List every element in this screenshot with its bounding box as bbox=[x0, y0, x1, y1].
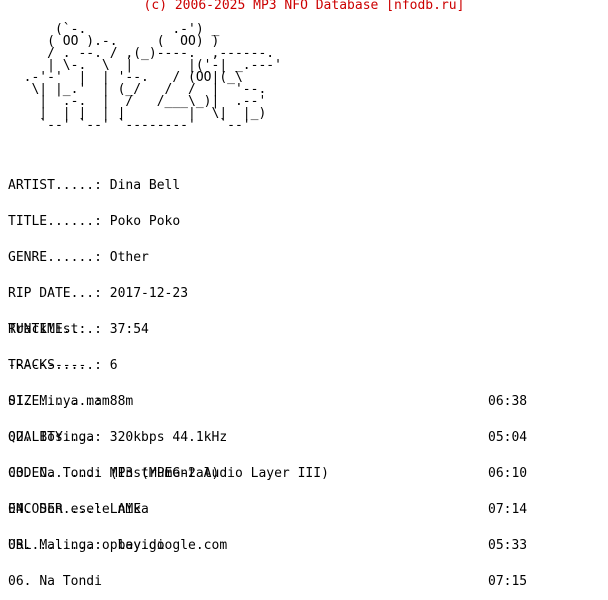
info-value: 37:54 bbox=[109, 322, 149, 337]
track-number: 04. bbox=[8, 502, 32, 517]
info-label: ARTIST.....: bbox=[8, 178, 102, 193]
track-number: 02. bbox=[8, 430, 32, 445]
track-row: 01. Minya mam 06:38 bbox=[8, 394, 568, 409]
track-duration: 06:38 bbox=[488, 394, 528, 409]
track-row: 04. Son esele nika 07:14 bbox=[8, 502, 568, 517]
nfo-database-banner[interactable]: (c) 2006-2025 MP3 NFO Database [nfodb.ru… bbox=[143, 0, 465, 13]
ascii-art-line: (`-. .-') _ bbox=[8, 22, 220, 37]
info-label: QUALITY....: bbox=[8, 430, 102, 445]
info-value: Dina Bell bbox=[109, 178, 181, 193]
track-duration: 07:15 bbox=[488, 574, 528, 589]
track-title: Minya mam bbox=[39, 394, 110, 409]
track-duration: 05:04 bbox=[488, 430, 528, 445]
track-number: 01. bbox=[8, 394, 32, 409]
info-label: RIP DATE...: bbox=[8, 286, 102, 301]
track-title: Bosinga bbox=[39, 430, 95, 445]
info-label: SIZE.......: bbox=[8, 394, 102, 409]
tracklist-underline: ---------- bbox=[8, 358, 87, 373]
ascii-art-line: | \-. \ | |('-| _.---' bbox=[8, 58, 282, 73]
ascii-art-line: | .-. | / /___\_)| .--' bbox=[8, 94, 267, 109]
info-label: RUNTIME....: bbox=[8, 322, 102, 337]
info-row-quality: QUALITY....: 320kbps 44.1kHz bbox=[8, 430, 329, 445]
info-value: 6 bbox=[109, 358, 118, 373]
track-title: Malinga o beyidi bbox=[39, 538, 165, 553]
track-title: Son esele nika bbox=[39, 502, 149, 517]
info-value: Poko Poko bbox=[109, 214, 181, 229]
track-row: 02. Bosinga 05:04 bbox=[8, 430, 568, 445]
tracklist: Tracklist: ---------- 01. Minya mam 06:38… bbox=[8, 300, 568, 600]
info-label: GENRE......: bbox=[8, 250, 102, 265]
info-row-size: SIZE.......: 88m bbox=[8, 394, 329, 409]
ascii-art-line: ( OO ).-. ( OO) ) bbox=[8, 34, 220, 49]
info-label: TRACKS.....: bbox=[8, 358, 102, 373]
track-duration: 05:33 bbox=[488, 538, 528, 553]
info-row-tracks: TRACKS.....: 6 bbox=[8, 358, 329, 373]
track-row: 06. Na Tondi 07:15 bbox=[8, 574, 568, 589]
ascii-art-line: | | | | | | \| |_) bbox=[8, 106, 267, 121]
ascii-art-line: / . --. / ,(_)----. ,------. bbox=[8, 46, 275, 61]
info-value: Other bbox=[109, 250, 149, 265]
ascii-art-line: \| |_.' | (_/ / / | '--. bbox=[8, 82, 267, 97]
track-number: 03. bbox=[8, 466, 32, 481]
track-duration: 07:14 bbox=[488, 502, 528, 517]
track-title: Na Tondi (Instrumental) bbox=[39, 466, 220, 481]
info-value: 320kbps 44.1kHz bbox=[109, 430, 228, 445]
track-title: Na Tondi bbox=[39, 574, 102, 589]
track-duration: 06:10 bbox=[488, 466, 528, 481]
track-row: 03. Na Tondi (Instrumental) 06:10 bbox=[8, 466, 568, 481]
info-value: 88m bbox=[109, 394, 134, 409]
info-row-runtime: RUNTIME....: 37:54 bbox=[8, 322, 329, 337]
info-label: TITLE......: bbox=[8, 214, 102, 229]
ascii-art-logo: (`-. .-') _ ( OO ).-. ( OO) ) / . --. / … bbox=[8, 22, 282, 133]
track-number: 05. bbox=[8, 538, 32, 553]
track-row: 05. Malinga o beyidi 05:33 bbox=[8, 538, 568, 553]
info-row-title: TITLE......: Poko Poko bbox=[8, 214, 329, 229]
info-row-artist: ARTIST.....: Dina Bell bbox=[8, 178, 329, 193]
track-number: 06. bbox=[8, 574, 32, 589]
info-row-rip-date: RIP DATE...: 2017-12-23 bbox=[8, 286, 329, 301]
ascii-art-line: .-'-' | | '--. / (OO|(_\ bbox=[8, 70, 243, 85]
ascii-art-line: `--' `--' `--------' `--' bbox=[8, 118, 251, 133]
info-value: 2017-12-23 bbox=[109, 286, 189, 301]
info-row-genre: GENRE......: Other bbox=[8, 250, 329, 265]
tracklist-heading: Tracklist: bbox=[8, 322, 87, 337]
